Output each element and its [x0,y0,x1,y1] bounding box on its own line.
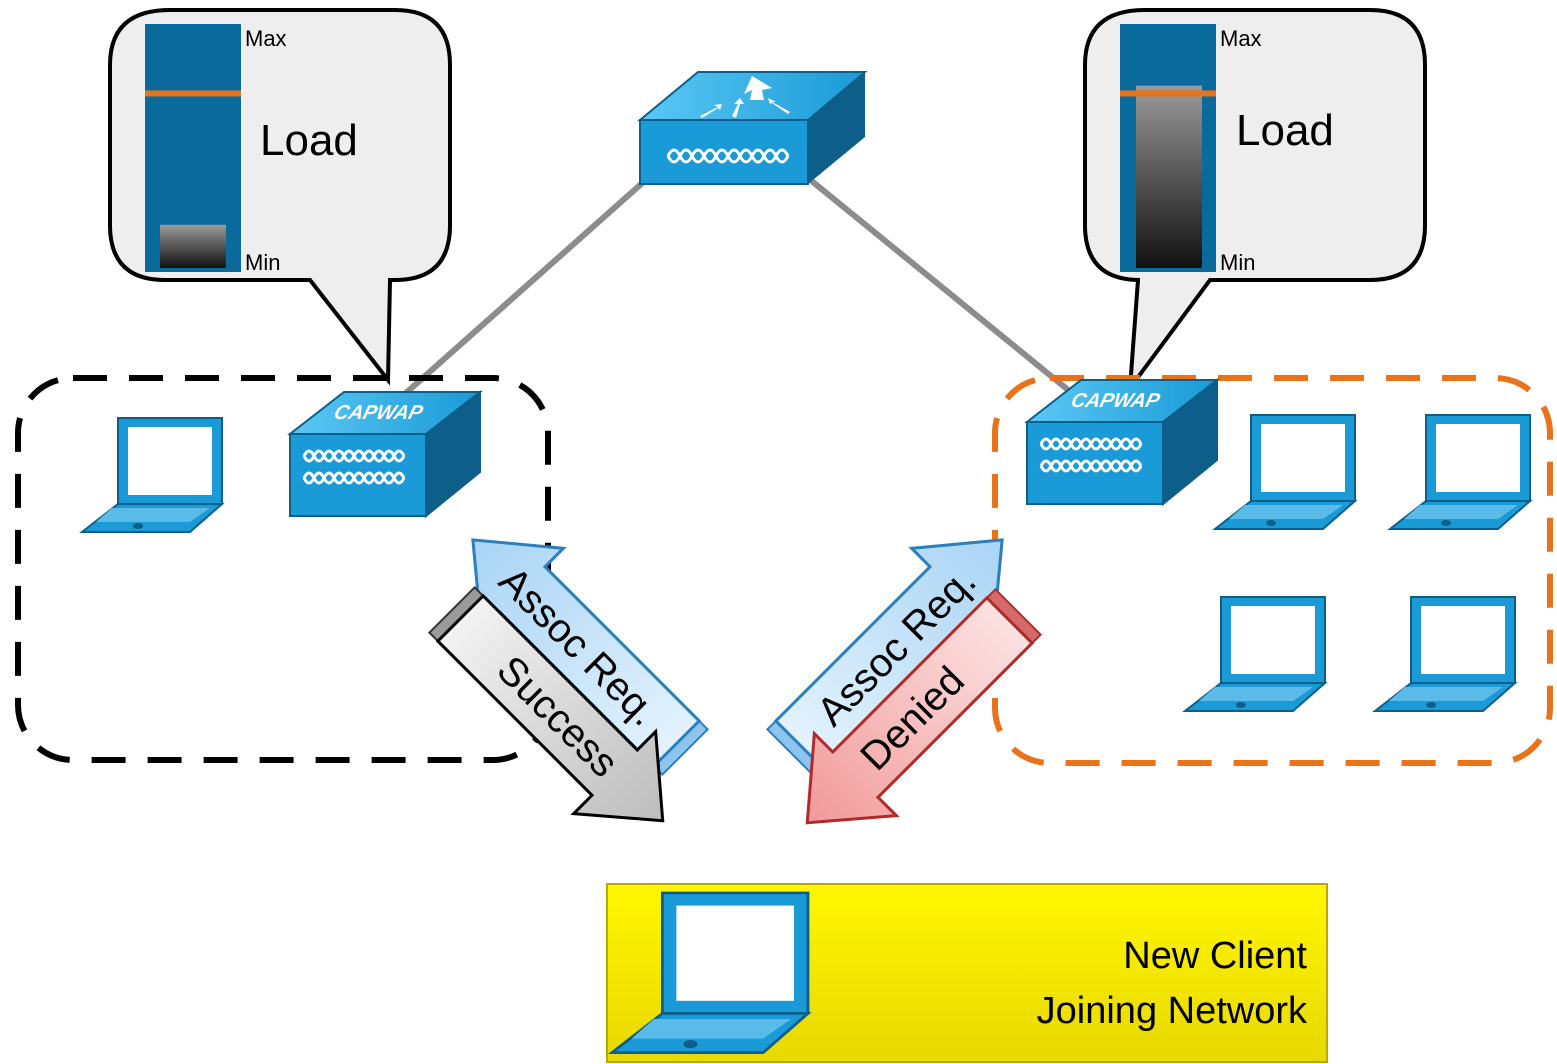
left-ap-label: CAPWAP [332,402,426,424]
left-max-label: Max [245,26,287,51]
new-client-box: New Client Joining Network [606,883,1328,1063]
switch-icon [637,71,868,185]
right-ap-label: CAPWAP [1069,390,1163,412]
right-threshold-line [1120,90,1216,97]
left-threshold-line [145,90,241,97]
uplink-right [806,175,1080,401]
right-load-title: Load [1236,106,1334,155]
left-laptop-icon [81,417,223,533]
left-access-point-icon: CAPWAP [288,390,482,518]
right-load-callout: Max Min Load [1083,8,1427,395]
right-min-label: Min [1220,250,1255,275]
right-load-level-bar [1136,85,1202,268]
left-load-callout: Max Min Load [108,8,452,386]
left-load-title: Load [260,116,358,165]
left-min-label: Min [245,250,280,275]
uplink-left [396,175,650,403]
new-client-line2: Joining Network [1037,990,1308,1032]
right-laptop-icon-3 [1184,596,1326,712]
left-load-level-bar [160,224,226,268]
right-laptop-icon-4 [1374,596,1516,712]
right-laptop-icon-2 [1389,414,1531,530]
right-access-point-icon: CAPWAP [1025,378,1219,506]
new-client-line1: New Client [1123,935,1307,977]
right-max-label: Max [1220,26,1262,51]
right-laptop-icon-1 [1214,414,1356,530]
